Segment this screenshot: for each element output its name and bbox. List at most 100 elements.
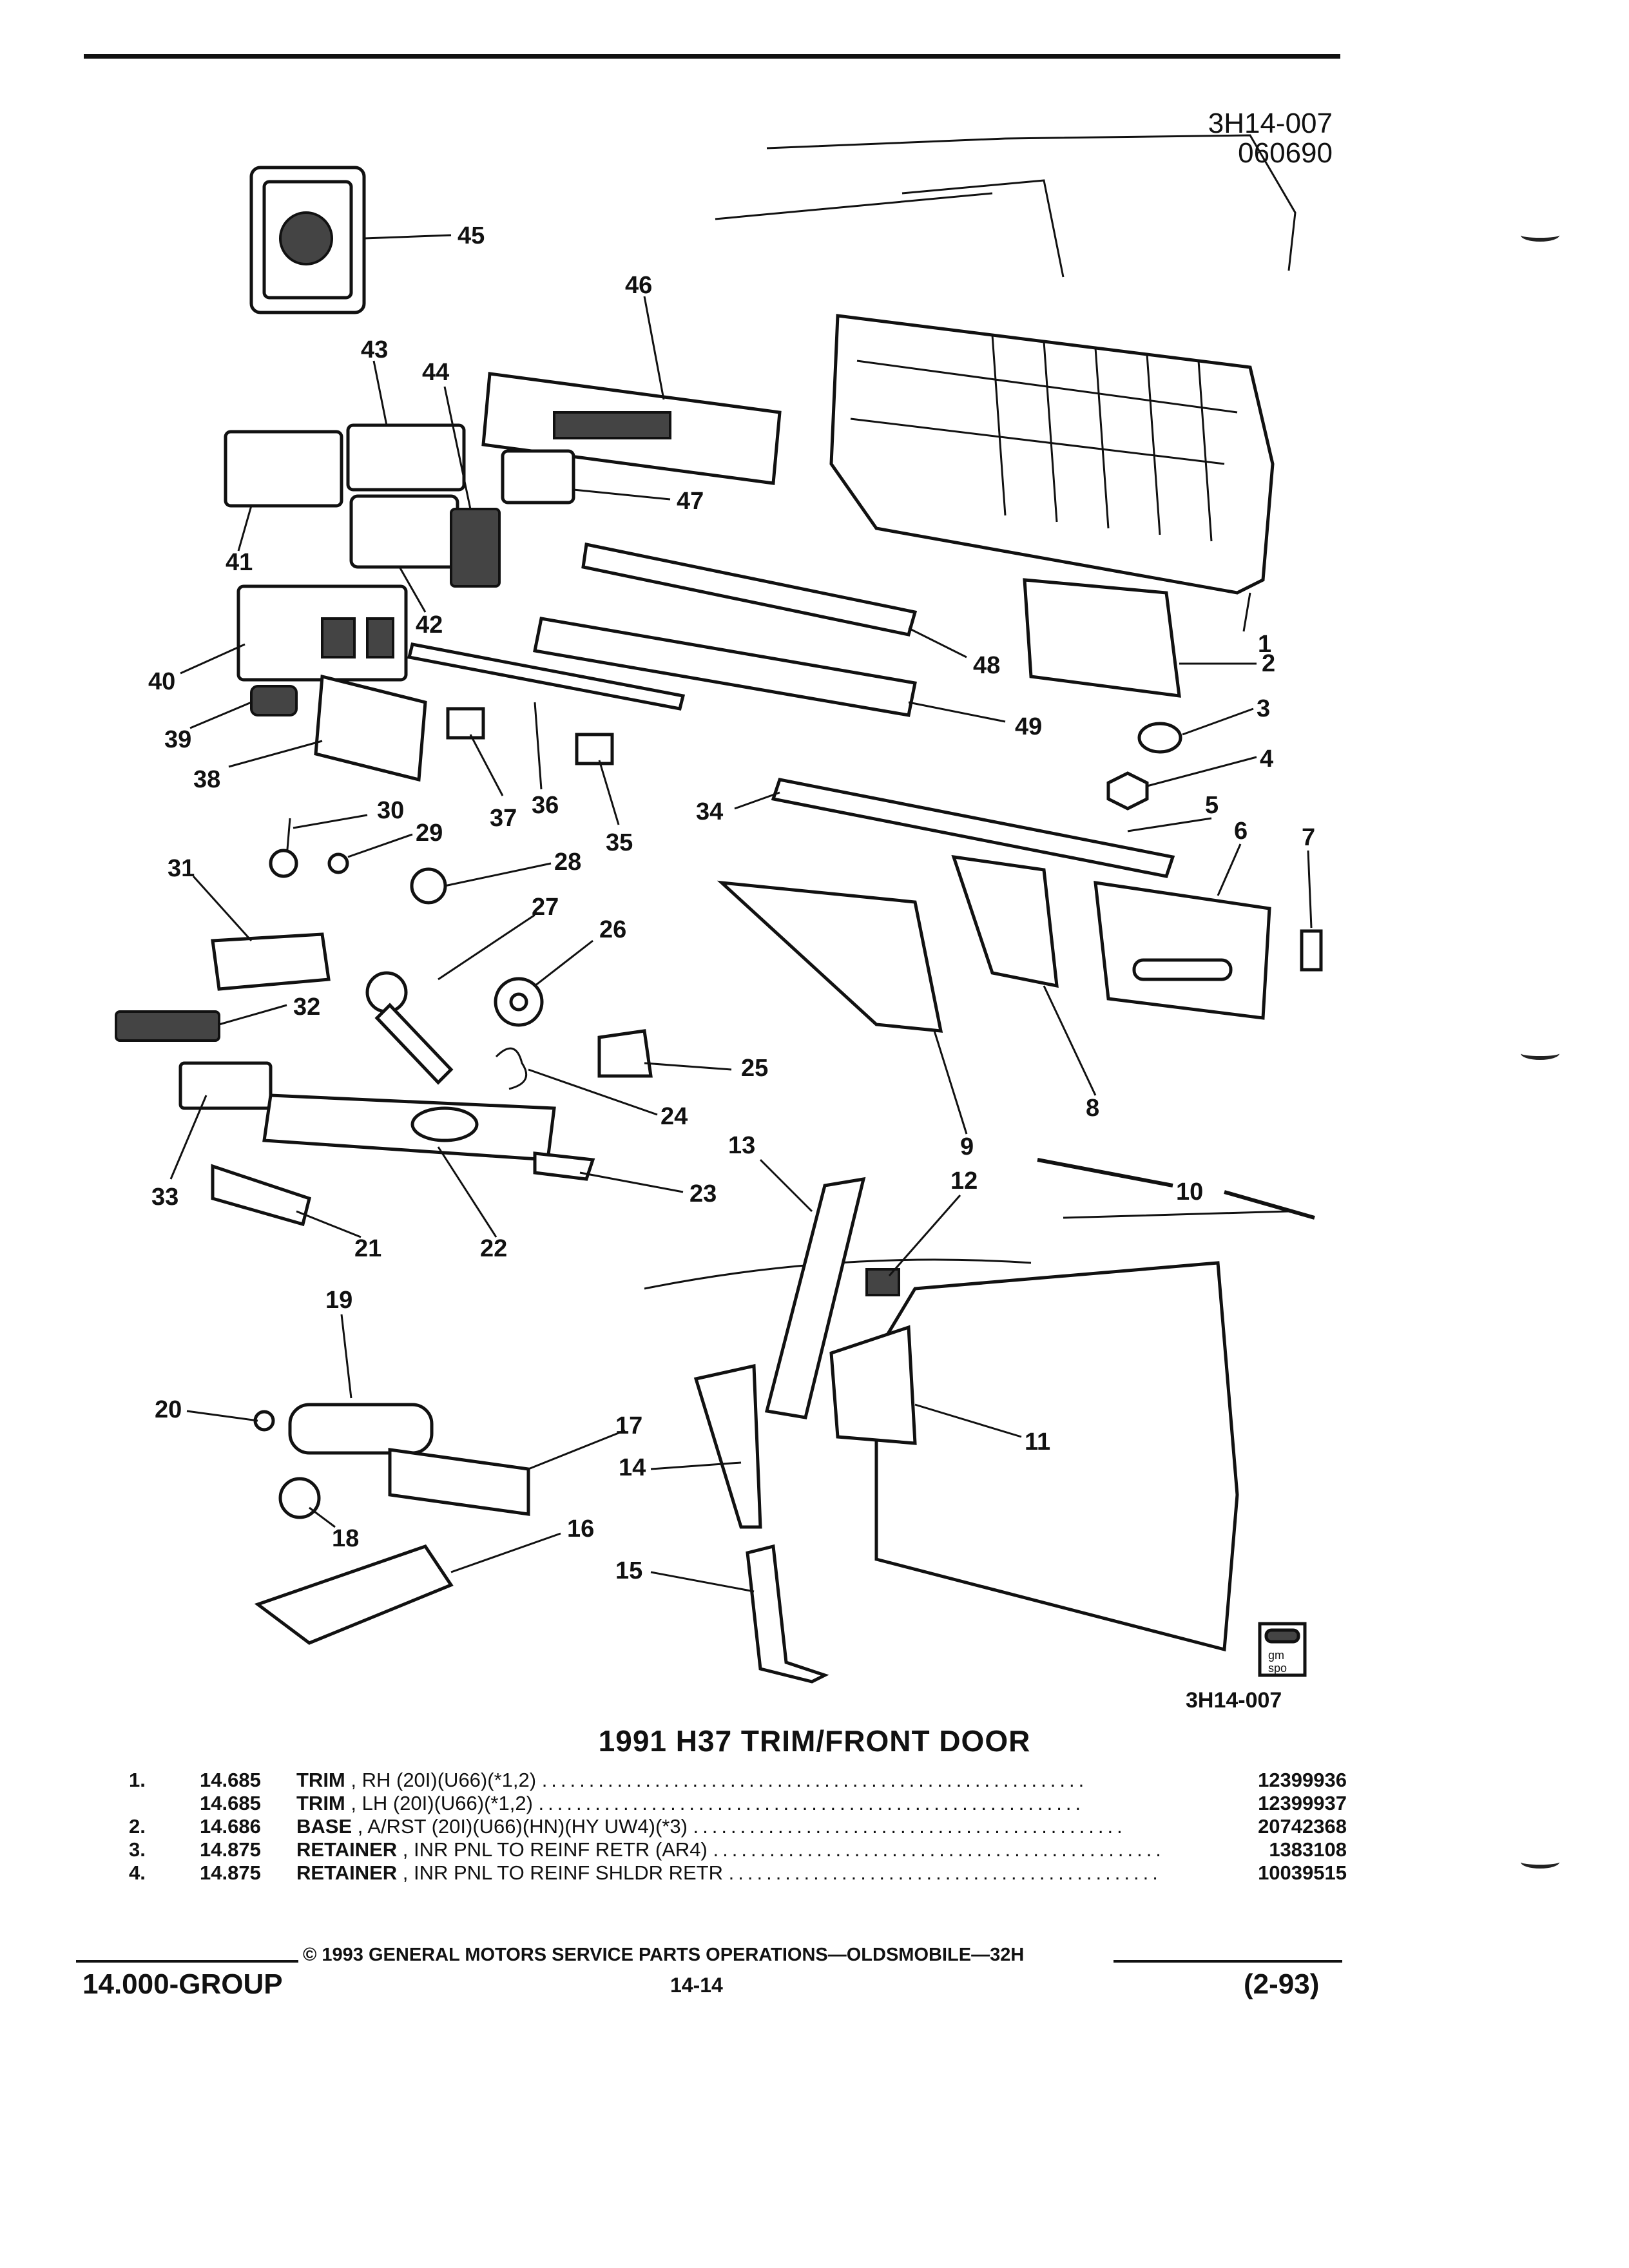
part-description: TRIM , LH (20I)(U66)(*1,2) .............… [296,1792,1085,1814]
part-group-code: 14.875 [200,1838,261,1861]
callout-39: 39 [164,726,191,753]
callout-37: 37 [490,805,517,832]
revision-date: (2-93) [1244,1968,1320,2000]
switch-32 [115,1010,220,1042]
part-item-number: 1. [129,1769,146,1791]
part-description: RETAINER , INR PNL TO REINF RETR (AR4) .… [296,1838,1165,1861]
callout-43: 43 [361,336,388,363]
callout-7: 7 [1302,824,1315,851]
knob-28 [410,867,447,905]
figure-code-top: 3H14-007 [1208,108,1333,139]
switch-42 [349,494,459,569]
table-row: 2. 14.686 BASE , A/RST (20I)(U66)(HN)(HY… [129,1815,1347,1838]
rod-36 [407,642,686,711]
insert-38 [314,674,427,782]
bezel-40 [236,584,408,682]
callout-18: 18 [332,1525,359,1552]
clip-25 [597,1029,653,1078]
bezel-45 [249,166,366,314]
page-number: 14-14 [670,1974,723,1997]
bracket-16 [254,1544,454,1645]
callout-22: 22 [480,1235,507,1262]
door-shell-drawing [644,1210,1289,1652]
callout-49: 49 [1015,713,1042,740]
door-trim-panel-drawing [715,134,1296,595]
part-description: BASE , A/RST (20I)(U66)(HN)(HY UW4)(*3) … [296,1815,1126,1838]
callout-28: 28 [554,849,581,876]
callout-34: 34 [696,798,723,825]
bezel-43 [346,423,466,492]
cover-11 [829,1325,917,1445]
callout-24: 24 [660,1103,688,1130]
screw-20 [253,1410,275,1432]
callout-11: 11 [1025,1428,1050,1456]
gm-spo-logo: gm spo [1258,1622,1307,1677]
callout-31: 31 [168,855,195,882]
callout-15: 15 [615,1557,642,1584]
group-label: 14.000-GROUP [82,1968,283,2000]
callout-6: 6 [1234,818,1248,845]
callout-19: 19 [325,1287,352,1314]
switch-panel-46 [481,372,782,485]
callout-25: 25 [741,1055,768,1082]
callout-20: 20 [155,1396,182,1423]
callout-10: 10 [1176,1178,1203,1206]
svg-text:gm: gm [1268,1649,1284,1662]
lock-rod-30 [269,818,298,878]
callout-1: 1 [1258,631,1271,658]
washer-26 [494,977,544,1027]
bezel-47 [501,449,575,505]
callout-35: 35 [606,829,633,856]
leader-lines [169,234,1313,1593]
callout-42: 42 [416,611,443,639]
pocket-6 [1094,881,1271,1020]
callout-3: 3 [1257,695,1270,722]
bezel-31 [211,932,331,991]
figure-code-bottom: 3H14-007 [1186,1688,1282,1713]
part-group-code: 14.685 [200,1792,261,1814]
part-number: 12399936 [1258,1769,1347,1791]
callout-45: 45 [458,222,485,249]
callout-41: 41 [226,549,253,576]
callout-32: 32 [293,994,320,1021]
callout-29: 29 [416,820,443,847]
table-row: 14.685 TRIM , LH (20I)(U66)(*1,2) ......… [129,1792,1347,1815]
screw-29 [327,852,349,874]
callout-30: 30 [377,797,404,824]
table-row: 1. 14.685 TRIM , RH (20I)(U66)(*1,2) ...… [129,1769,1347,1792]
bar-10 [1037,1158,1315,1220]
switch-33 [178,1061,273,1110]
trim-15 [746,1544,829,1684]
bracket-8 [951,854,1059,988]
crank-27 [365,971,454,1085]
clip-12 [865,1268,900,1296]
binder-mark [1521,229,1559,242]
callout-47: 47 [677,488,704,515]
spring-24 [495,1047,528,1090]
section-title: 1991 H37 TRIM/FRONT DOOR [598,1724,1031,1758]
nut-4 [1106,771,1149,811]
callout-26: 26 [599,916,626,943]
part-number: 12399937 [1258,1792,1347,1814]
callout-40: 40 [148,668,175,695]
clip-7 [1300,929,1323,972]
pillar-13 [764,1177,866,1419]
part-item-number: 3. [129,1838,146,1861]
callout-44: 44 [422,359,449,386]
callout-46: 46 [625,272,652,299]
retainer-3 [1137,722,1182,754]
switch-44 [450,508,501,588]
table-row: 4. 14.875 RETAINER , INR PNL TO REINF SH… [129,1861,1347,1885]
strip-49 [533,617,917,717]
footer-rule-left [76,1960,298,1963]
svg-text:spo: spo [1268,1662,1287,1675]
callout-33: 33 [151,1184,178,1211]
panel-9 [717,880,943,1033]
part-number: 1383108 [1269,1838,1347,1861]
clip-23 [533,1151,595,1181]
pull-17 [388,1448,530,1516]
part-number: 20742368 [1258,1815,1347,1838]
part-group-code: 14.875 [200,1861,261,1884]
callout-12: 12 [950,1168,978,1195]
strip-48 [581,543,918,637]
